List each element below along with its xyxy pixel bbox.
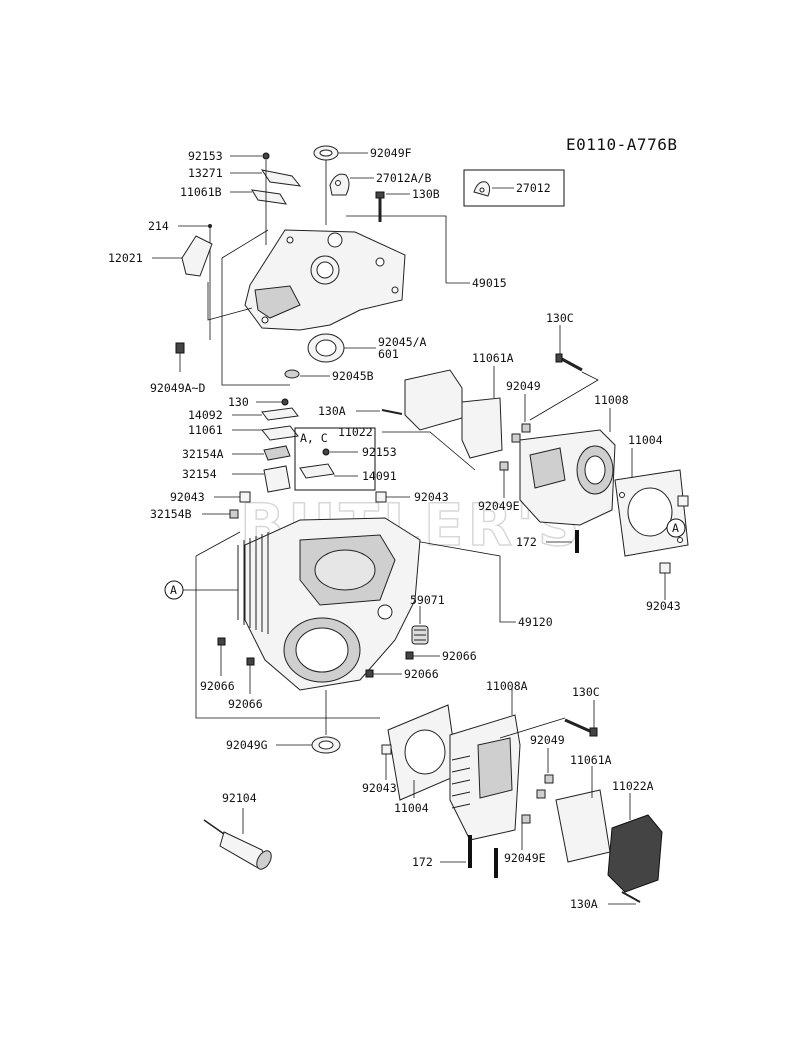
label-172-bot: 172: [412, 855, 433, 869]
label-92049F: 92049F: [370, 146, 412, 160]
label-92049E-bot: 92049E: [504, 851, 546, 865]
label-12021: 12021: [108, 251, 143, 265]
inset-box-27012: 27012: [463, 169, 565, 207]
label-11004-bot: 11004: [394, 801, 429, 815]
label-32154B: 32154B: [150, 507, 192, 521]
sealant-tube-92104: [203, 819, 272, 870]
sub-box-ac: [294, 427, 376, 491]
label-92049E-top: 92049E: [478, 499, 520, 513]
label-130C-top: 130C: [546, 311, 574, 325]
label-11022: 11022: [338, 425, 373, 439]
label-130B: 130B: [412, 187, 440, 201]
label-92049G: 92049G: [226, 738, 268, 752]
label-172-top: 172: [516, 535, 537, 549]
label-130-left: 130: [228, 395, 249, 409]
label-11008: 11008: [594, 393, 629, 407]
label-92066-a: 92066: [442, 649, 477, 663]
breather-parts: A, C: [202, 398, 410, 519]
callout-a-right: [666, 518, 686, 538]
diagram-code: E0110-A776B: [566, 135, 677, 154]
valve-cover-11022A: [607, 814, 663, 893]
label-92066-c: 92066: [200, 679, 235, 693]
label-92104: 92104: [222, 791, 257, 805]
label-32154: 32154: [182, 467, 217, 481]
label-13271: 13271: [188, 166, 223, 180]
label-130A-bot: 130A: [570, 897, 598, 911]
label-14091: 14091: [362, 469, 397, 483]
sub-box-label: A, C: [300, 431, 328, 445]
label-27012AB: 27012A/B: [376, 171, 431, 185]
part-labels: 92153 13271 11061B 214 12021 92049F 2701…: [108, 146, 681, 911]
label-92043-left: 92043: [170, 490, 205, 504]
callout-a-right-label: A: [672, 521, 679, 535]
label-92043-right: 92043: [646, 599, 681, 613]
label-11061: 11061: [188, 423, 223, 437]
inset-label: 27012: [516, 181, 551, 195]
label-11061B: 11061B: [180, 185, 222, 199]
label-601: 601: [378, 347, 399, 361]
label-59071: 59071: [410, 593, 445, 607]
crankcase-assembly: A: [164, 517, 516, 754]
label-92153-box: 92153: [362, 445, 397, 459]
label-92153-top: 92153: [188, 149, 223, 163]
label-92045B: 92045B: [332, 369, 374, 383]
label-11008A: 11008A: [486, 679, 528, 693]
label-130A-top: 130A: [318, 404, 346, 418]
label-92066-b: 92066: [404, 667, 439, 681]
label-49120: 49120: [518, 615, 553, 629]
label-92049-top: 92049: [506, 379, 541, 393]
cylinder-head-2-assembly: [203, 688, 663, 905]
label-92043-bot: 92043: [362, 781, 397, 795]
crankcase-cover-assembly: [152, 145, 470, 386]
label-11061A-top: 11061A: [472, 351, 514, 365]
cylinder-head-1-assembly: A: [356, 325, 689, 600]
label-92049-bot: 92049: [530, 733, 565, 747]
label-11061A-bot: 11061A: [570, 753, 612, 767]
label-92049AD: 92049A~D: [150, 381, 205, 395]
label-32154A: 32154A: [182, 447, 224, 461]
label-49015: 49015: [472, 276, 507, 290]
label-92066-d: 92066: [228, 697, 263, 711]
label-11022A: 11022A: [612, 779, 654, 793]
callout-a-left-label: A: [170, 583, 177, 597]
label-92045A: 92045/A: [378, 335, 427, 349]
label-130C-bot: 130C: [572, 685, 600, 699]
label-11004-top: 11004: [628, 433, 663, 447]
label-14092: 14092: [188, 408, 223, 422]
label-214: 214: [148, 219, 169, 233]
label-92043-mid: 92043: [414, 490, 449, 504]
